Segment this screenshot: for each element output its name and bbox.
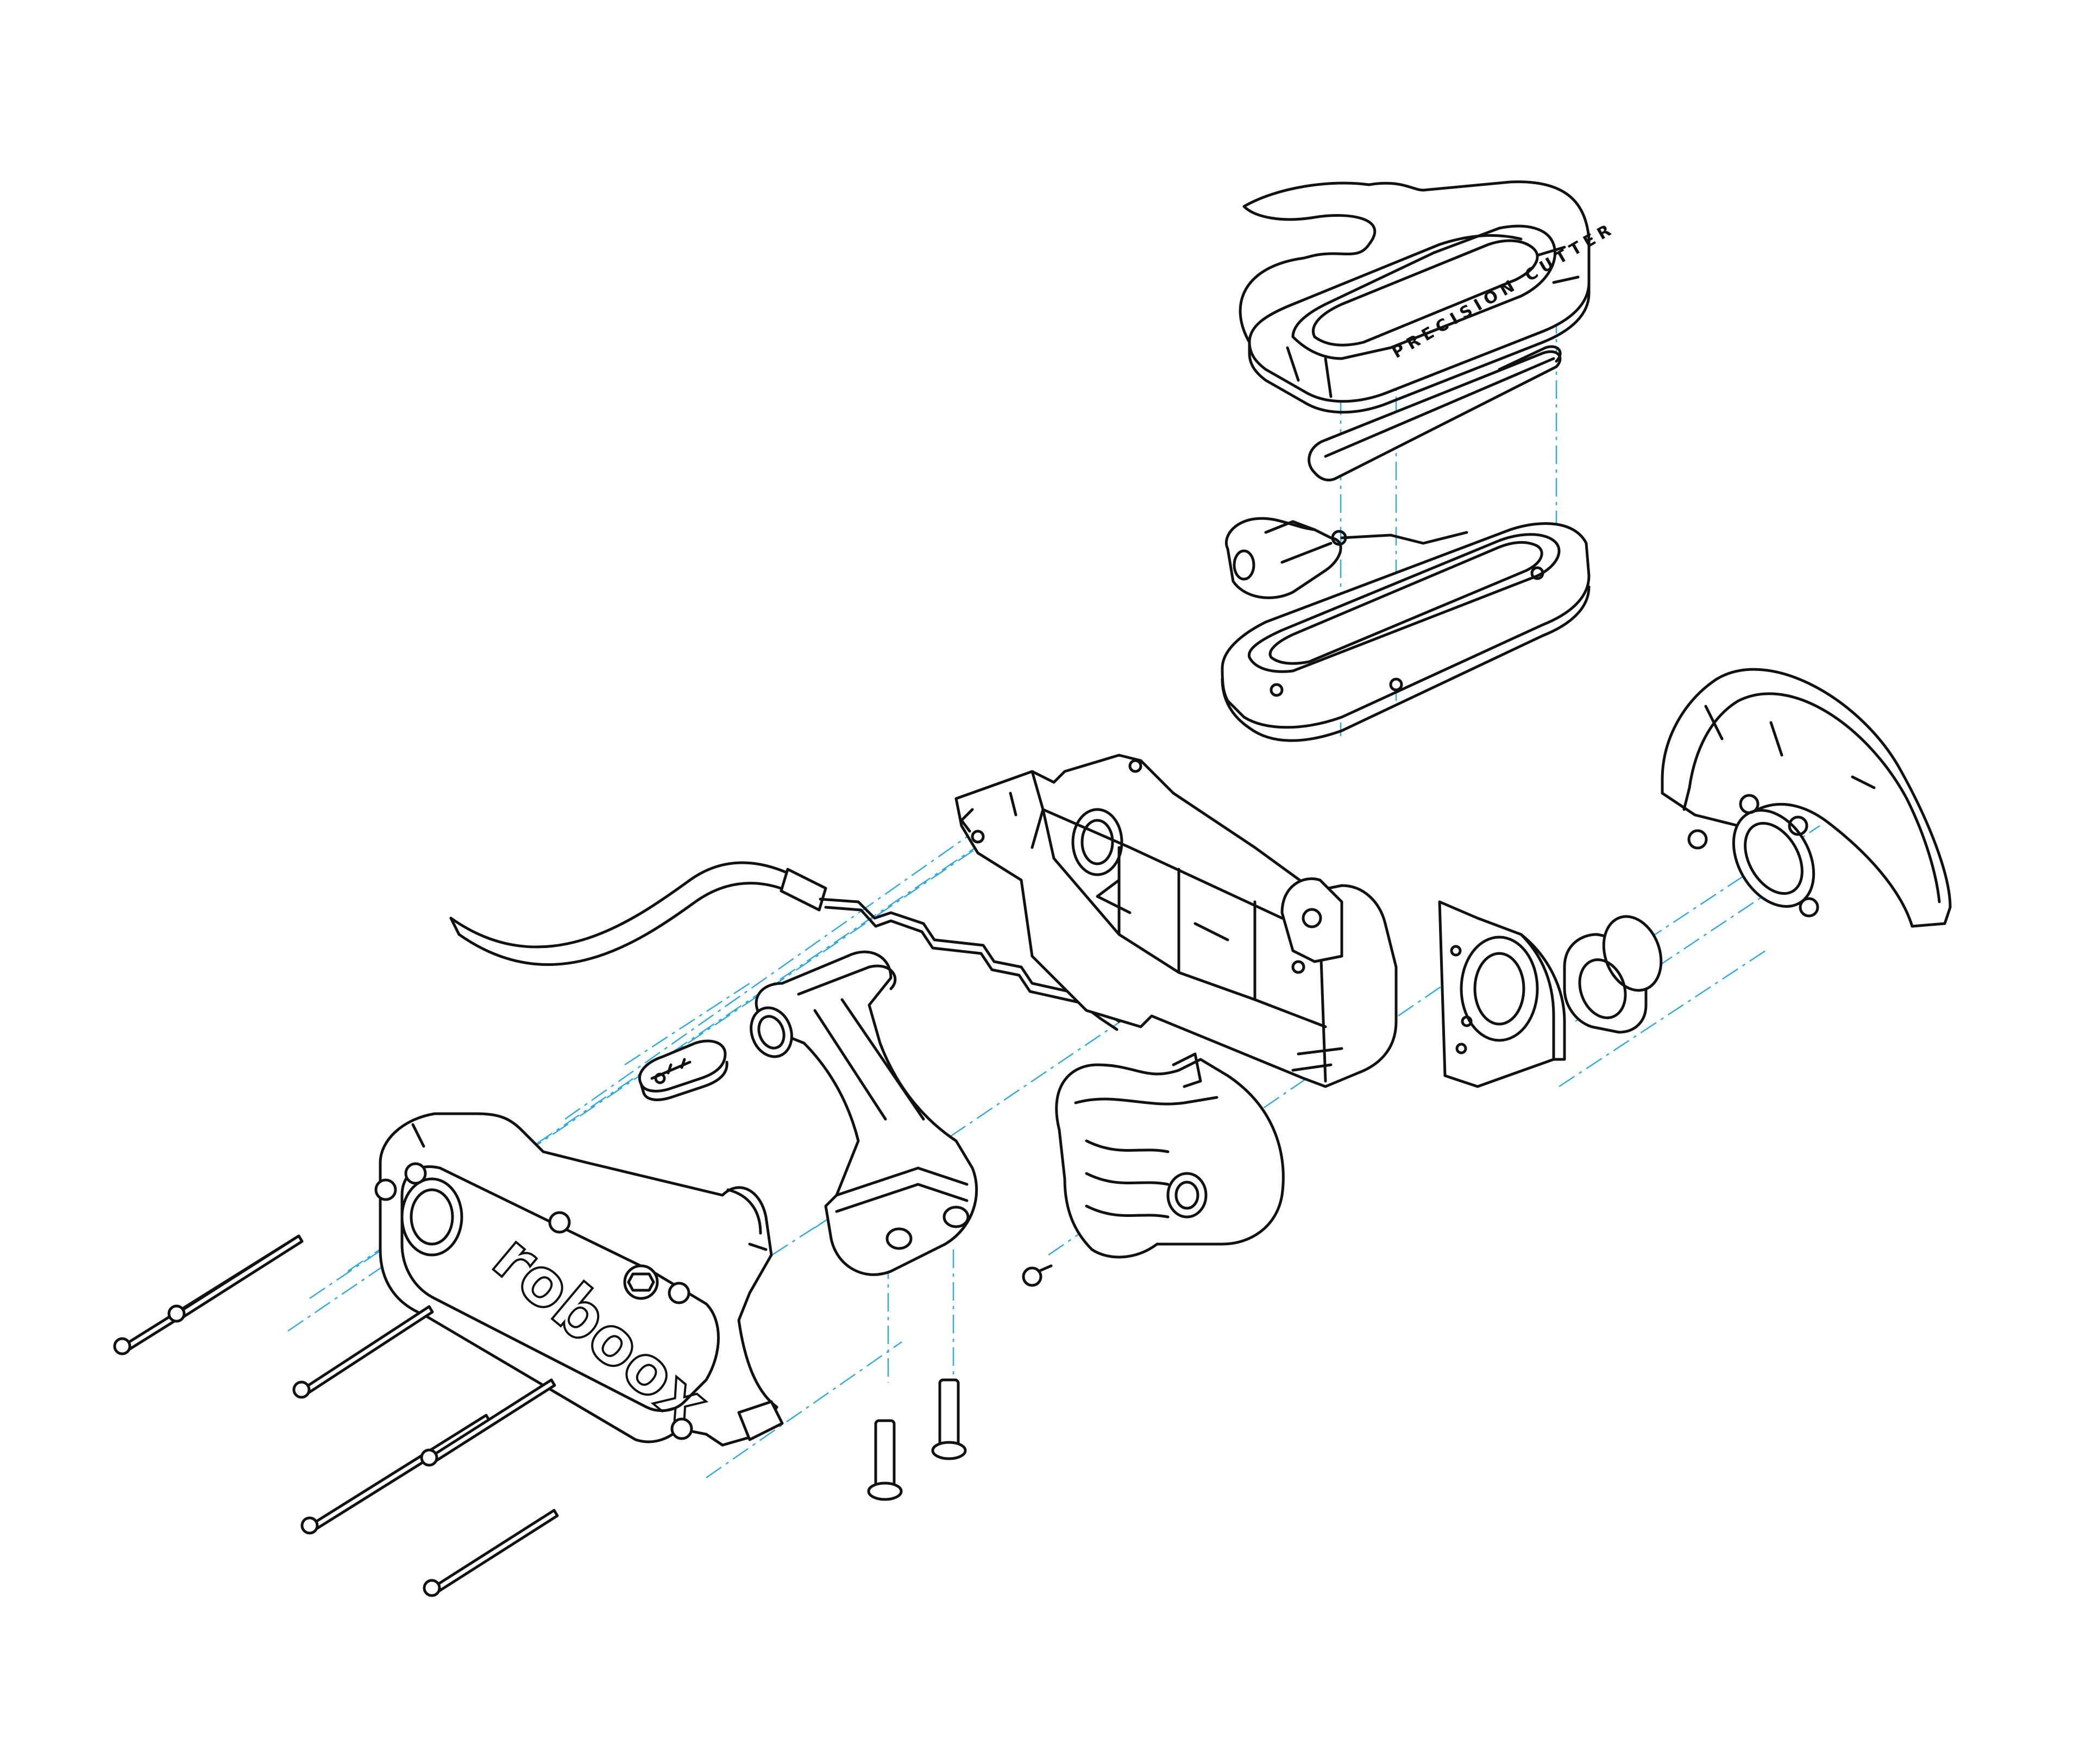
arm-bracket [750, 950, 978, 1276]
blade-guard [1661, 668, 1952, 928]
front-cover: roboox [374, 1112, 784, 1447]
handle-bottom-shell [1221, 517, 1591, 742]
short-bolts [867, 1378, 967, 1501]
bolt-3 [292, 1305, 434, 1399]
grip-rod [1308, 345, 1562, 482]
bolt-2 [167, 1234, 304, 1323]
motor-cover [1022, 1052, 1285, 1287]
handle-top-shell: PRECISION CUTTER [1239, 180, 1618, 414]
bolt-4 [300, 1414, 491, 1535]
main-housing [954, 754, 1398, 1088]
short-bolt-2 [931, 1378, 967, 1460]
small-clip [638, 1039, 728, 1101]
bolt-5 [420, 1378, 556, 1467]
short-bolt-1 [867, 1419, 903, 1501]
bolt-6 [423, 1509, 559, 1597]
blade-flange [1438, 900, 1663, 1088]
long-bolts [113, 1234, 559, 1597]
